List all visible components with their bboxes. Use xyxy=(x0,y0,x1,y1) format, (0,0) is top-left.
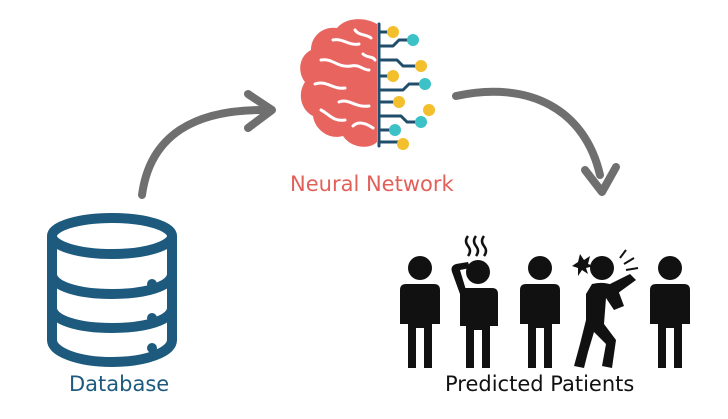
predicted-patients-group xyxy=(400,235,690,368)
brain-circuit-icon xyxy=(300,19,435,150)
person-icon xyxy=(520,256,560,368)
predicted-patients-label: Predicted Patients xyxy=(445,372,635,396)
database-label: Database xyxy=(69,372,170,396)
neural-network-label: Neural Network xyxy=(290,172,454,196)
database-icon xyxy=(47,213,177,368)
coughing-person-icon xyxy=(572,249,639,368)
person-icon xyxy=(650,256,690,368)
sick-person-icon xyxy=(451,235,498,368)
arrow-network-to-patients xyxy=(452,87,620,196)
person-icon xyxy=(400,256,440,368)
arrow-database-to-network xyxy=(138,90,276,199)
